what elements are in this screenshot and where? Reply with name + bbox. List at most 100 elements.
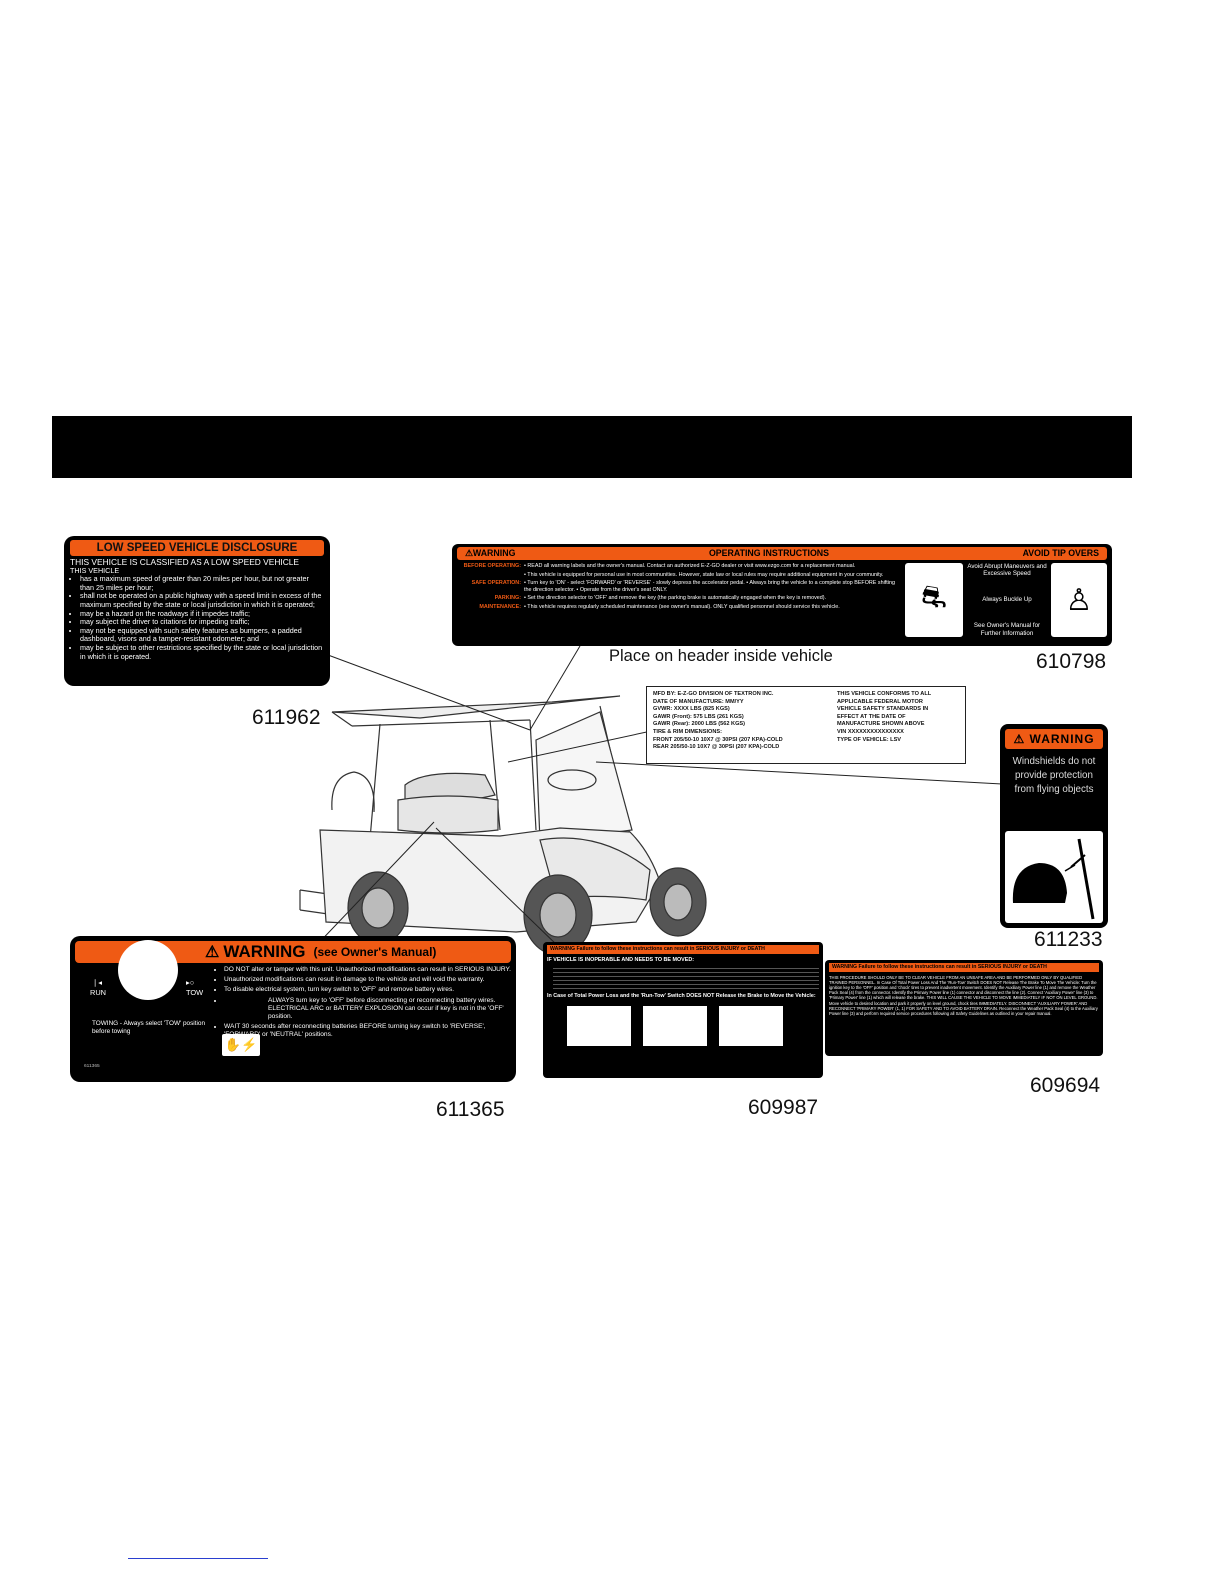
lsv-line1: THIS VEHICLE IS CLASSIFIED AS A LOW SPEE…: [70, 557, 299, 567]
tow-switch-warning-label: ⚠ WARNING (see Owner's Manual) RUN TOW ❘…: [70, 936, 516, 1082]
warning-icon: ⚠: [1013, 732, 1026, 746]
windshield-warning-label: ⚠ WARNING Windshields do not provide pro…: [1000, 724, 1108, 928]
mfd-left-column: MFD BY: E-Z-GO DIVISION OF TEXTRON INC. …: [653, 691, 831, 759]
inoperable-diagrams: [547, 1005, 819, 1046]
tip-line: See Owner's Manual for Further Informati…: [973, 622, 1041, 637]
operating-row-key: PARKING:: [494, 595, 521, 602]
inoperable-vehicle-label: WARNING Failure to follow these instruct…: [543, 942, 823, 1078]
mfd-line: TIRE & RIM DIMENSIONS:: [653, 728, 722, 735]
part-number-611962: 611962: [252, 706, 321, 729]
tow-label: TOW: [186, 988, 204, 997]
lsv-bullet: may be subject to other restrictions spe…: [80, 643, 324, 661]
tow-warning-word: WARNING: [223, 942, 306, 961]
part-number-610798: 610798: [1036, 650, 1107, 673]
tip-over-title: AVOID TIP OVERS: [1022, 548, 1099, 558]
battery-explosion-icon: ✋⚡: [222, 1034, 260, 1056]
seatbelt-icon: ♙: [1051, 563, 1107, 637]
tip-line: Always Buckle Up: [982, 596, 1032, 604]
lsv-bullet: has a maximum speed of greater than 20 m…: [80, 574, 324, 592]
connector-diagram-icon: [643, 1005, 707, 1046]
mfd-right-column: THIS VEHICLE CONFORMS TO ALL APPLICABLE …: [837, 691, 931, 759]
mfd-line: GAWR (Rear): 2000 LBS (562 KGS): [653, 721, 746, 728]
lsv-bullet: may not be equipped with such safety fea…: [80, 626, 324, 644]
mfd-line: MANUFACTURE SHOWN ABOVE: [837, 721, 925, 728]
windshield-warning-word: WARNING: [1029, 732, 1095, 746]
tip-line: Avoid Abrupt Maneuvers and Excessive Spe…: [967, 563, 1047, 578]
decal-location-figure: LOW SPEED VEHICLE DISCLOSURE THIS VEHICL…: [60, 530, 1126, 1130]
golf-cart-illustration: [299, 645, 1003, 956]
lsv-title: LOW SPEED VEHICLE DISCLOSURE: [70, 540, 324, 556]
operating-row-text: • READ all warning labels and the owner'…: [524, 563, 856, 569]
flying-object-pictogram-icon: [1005, 831, 1103, 923]
mfd-line: GAWR (Front): 575 LBS (261 KGS): [653, 713, 744, 720]
mfd-line: VIN XXXXXXXXXXXXXXX: [837, 728, 904, 735]
tow-bullet: To disable electrical system, turn key s…: [224, 986, 514, 994]
windshield-impact-icon: [1012, 838, 1095, 920]
mfd-line: MFD BY: E-Z-GO DIVISION OF TEXTRON INC.: [653, 691, 774, 697]
inoperable-section1: IF VEHICLE IS INOPERABLE AND NEEDS TO BE…: [547, 956, 695, 963]
operating-row-text: • This vehicle is equipped for personal …: [524, 571, 884, 578]
warning-icon: ⚠: [205, 944, 220, 961]
operating-row-text: • This vehicle requires regularly schedu…: [524, 603, 840, 610]
operating-row-key: SAFE OPERATION:: [471, 580, 521, 587]
manufacturer-label: MFD BY: E-Z-GO DIVISION OF TEXTRON INC. …: [646, 686, 966, 764]
operating-row: SAFE OPERATION: • Turn key to 'ON' - sel…: [457, 580, 899, 593]
part-number-609694: 609694: [1030, 1074, 1101, 1097]
tow-bullet: Unauthorized modifications can result in…: [224, 976, 514, 984]
power-loss-label: WARNING Failure to follow these instruct…: [825, 960, 1103, 1056]
operating-row: PARKING: • Set the direction selector to…: [457, 595, 899, 602]
run-label: RUN: [90, 988, 107, 997]
power-loss-body: THIS PROCEDURE SHOULD ONLY BE TO CLEAR V…: [829, 974, 1098, 1017]
tip-over-panel: ⛐ Avoid Abrupt Maneuvers and Excessive S…: [905, 563, 1107, 637]
operating-row-text: • Set the direction selector to 'OFF' an…: [524, 595, 827, 602]
tow-bullet: DO NOT alter or tamper with this unit. U…: [224, 966, 514, 974]
operating-row: • This vehicle is equipped for personal …: [457, 572, 899, 579]
mfd-line: DATE OF MANUFACTURE: MM/YY: [653, 698, 744, 705]
tow-bullet-list: DO NOT alter or tamper with this unit. U…: [214, 966, 514, 1040]
tow-manual-note: (see Owner's Manual): [313, 945, 437, 959]
tip-over-text: Avoid Abrupt Maneuvers and Excessive Spe…: [966, 563, 1048, 637]
tow-arrow-icon: ▸○: [186, 978, 195, 987]
mfd-line: TYPE OF VEHICLE: LSV: [837, 736, 902, 743]
part-number-609987: 609987: [748, 1096, 819, 1119]
lsv-line2: THIS VEHICLE: [70, 565, 120, 575]
inoperable-section2: In Case of Total Power Loss and the 'Run…: [547, 993, 816, 1000]
mfd-line: GVWR: XXXX LBS (825 KGS): [653, 706, 730, 713]
operating-row: BEFORE OPERATING: • READ all warning lab…: [457, 563, 899, 570]
operating-title: OPERATING INSTRUCTIONS: [708, 548, 830, 558]
tow-switch-cutout: [118, 940, 178, 1000]
mfd-line: THIS VEHICLE CONFORMS TO ALL: [837, 691, 932, 697]
part-number-611233: 611233: [1034, 928, 1103, 951]
operating-row-text: • Turn key to 'ON' - select 'FORWARD' or…: [524, 580, 895, 593]
inoperable-fine-print: [553, 965, 819, 992]
lsv-bullet-list: has a maximum speed of greater than 20 m…: [70, 574, 324, 661]
operating-row: MAINTENANCE: • This vehicle requires reg…: [457, 604, 899, 611]
operating-rows: BEFORE OPERATING: • READ all warning lab…: [457, 563, 899, 637]
run-arrow-icon: ❘◂: [92, 978, 102, 987]
lsv-bullet: shall not be operated on a public highwa…: [80, 592, 324, 609]
connector-diagram-icon: [719, 1005, 783, 1046]
mfd-line: FRONT 205/50-10 10X7 @ 30PSI (207 KPA)-C…: [653, 736, 783, 743]
section-header-band: [52, 416, 1132, 478]
power-loss-header: WARNING Failure to follow these instruct…: [829, 963, 1099, 972]
operating-instructions-label: ⚠WARNING OPERATING INSTRUCTIONS AVOID TI…: [452, 544, 1112, 646]
lsv-bullet: may be a hazard on the roadways if it im…: [80, 609, 324, 619]
tip-over-pictogram-icon: ⛐: [905, 563, 963, 637]
tow-warning-header: ⚠ WARNING (see Owner's Manual): [75, 941, 511, 963]
inoperable-header: WARNING Failure to follow these instruct…: [547, 945, 819, 954]
lsv-disclosure-label: LOW SPEED VEHICLE DISCLOSURE THIS VEHICL…: [64, 536, 330, 686]
footer-rule: [128, 1558, 268, 1559]
windshield-warning-header: ⚠ WARNING: [1005, 729, 1103, 749]
mfd-line: VEHICLE SAFETY STANDARDS IN: [837, 706, 929, 713]
mfd-line: EFFECT AT THE DATE OF: [837, 713, 906, 720]
part-number-611365: 611365: [436, 1098, 505, 1121]
operating-row-key: BEFORE OPERATING:: [463, 563, 521, 569]
header-placement-caption: Place on header inside vehicle: [609, 647, 833, 665]
tow-bullet: WAIT 30 seconds after reconnecting batte…: [224, 1023, 514, 1039]
tow-small-code: 611365: [84, 1064, 100, 1069]
tow-bullet: ALWAYS turn key to 'OFF' before disconne…: [224, 997, 514, 1022]
operating-header: ⚠WARNING OPERATING INSTRUCTIONS AVOID TI…: [457, 547, 1107, 560]
towing-note: TOWING - Always select 'TOW' position be…: [92, 1020, 205, 1035]
operating-row-key: [457, 572, 521, 579]
mfd-line: APPLICABLE FEDERAL MOTOR: [837, 698, 923, 705]
